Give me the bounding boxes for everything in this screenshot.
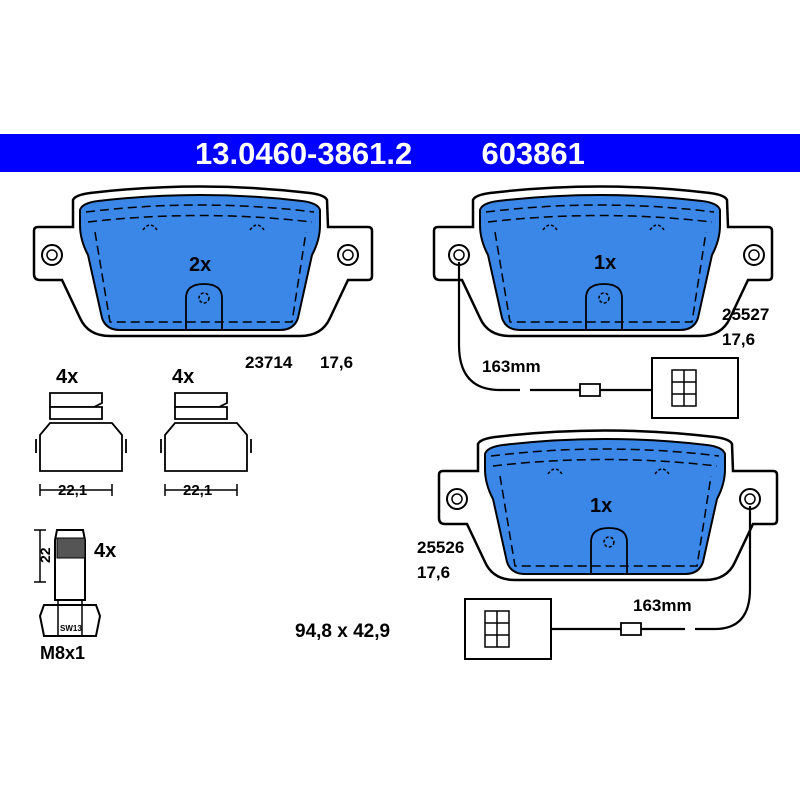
brake-pad-bottom-right (437, 429, 779, 660)
clip-left-width: 22,1 (58, 482, 87, 499)
pad-dimensions: 94,8 x 42,9 (295, 621, 390, 642)
header-bar: 13.0460-3861.2 603861 (0, 134, 800, 172)
bolt-thread: M8x1 (40, 643, 85, 663)
pad-bottom-right-cable: 163mm (633, 596, 692, 615)
clip-left: 4x 22,1 (35, 366, 127, 499)
pad-top-right-cable: 163mm (482, 357, 541, 376)
product-code: 603861 (481, 136, 585, 171)
pad-top-right-ref: 25527 (722, 305, 769, 324)
bolt: 4x 22 SW13 M8x1 (34, 529, 116, 663)
pad-main-ref: 23714 (245, 353, 293, 372)
pad-bottom-right-ref: 25526 (417, 538, 464, 557)
bolt-wrench-size: SW13 (60, 624, 82, 633)
clip-right-width: 22,1 (183, 482, 212, 499)
clip-right: 4x 22,1 (160, 366, 252, 499)
bolt-quantity: 4x (94, 540, 116, 562)
brake-pad-top-right: 1x 163mm 25527 17,6 (432, 185, 774, 419)
header-title: 13.0460-3861.2 603861 (195, 134, 585, 172)
brake-pad-main: 2x 23714 17,6 (32, 185, 374, 372)
pad-bottom-right-thickness: 17,6 (417, 563, 450, 582)
pad-top-right-thickness: 17,6 (722, 330, 755, 349)
pad-bottom-right-quantity: 1x (590, 495, 612, 517)
pad-main-quantity: 2x (189, 254, 211, 276)
part-number: 13.0460-3861.2 (195, 136, 413, 171)
clip-left-quantity: 4x (56, 366, 78, 388)
pad-main-thickness: 17,6 (320, 353, 353, 372)
pad-top-right-quantity: 1x (594, 252, 616, 274)
clip-right-quantity: 4x (172, 366, 194, 388)
bolt-length: 22 (37, 547, 53, 563)
